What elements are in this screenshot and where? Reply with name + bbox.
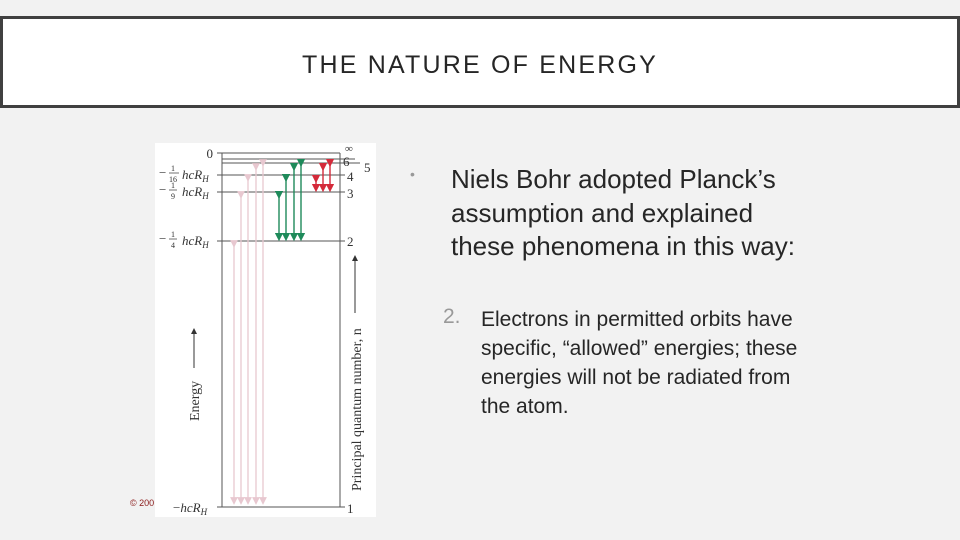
svg-text:hcRH: hcRH [182,184,209,201]
svg-text:−: − [159,182,166,197]
svg-text:−hcRH: −hcRH [173,500,208,517]
svg-text:6: 6 [343,154,350,169]
svg-text:1: 1 [171,164,175,173]
svg-text:1: 1 [171,230,175,239]
svg-text:hcRH: hcRH [182,167,209,184]
sub-item-number: 2. [443,305,461,328]
svg-text:9: 9 [171,192,175,201]
svg-text:−: − [159,165,166,180]
title-box: THE NATURE OF ENERGY [0,16,960,108]
svg-text:Energy: Energy [188,381,203,421]
svg-text:4: 4 [171,241,175,250]
svg-text:16: 16 [169,175,177,184]
svg-text:Principal quantum number, n: Principal quantum number, n [350,328,365,491]
svg-text:hcRH: hcRH [182,233,209,250]
energy-level-diagram: 0 − 1 16 hcRH − 1 9 hcRH − 1 4 hcRH −hcR… [155,143,376,517]
svg-text:2: 2 [347,234,354,249]
bullet-text: Niels Bohr adopted Planck’s assumption a… [451,164,795,261]
slide-title: THE NATURE OF ENERGY [301,51,659,79]
svg-text:1: 1 [347,501,354,516]
copyright-notice: © 200 [130,498,155,508]
svg-text:3: 3 [347,186,354,201]
sub-item-text: Electrons in permitted orbits have speci… [481,308,798,418]
svg-text:4: 4 [347,169,354,184]
energy-level-svg: 0 − 1 16 hcRH − 1 9 hcRH − 1 4 hcRH −hcR… [159,143,371,517]
bullet-marker: • [410,166,415,182]
svg-text:5: 5 [364,160,371,175]
svg-text:0: 0 [207,146,214,161]
svg-text:1: 1 [171,181,175,190]
svg-text:∞: ∞ [345,143,353,155]
svg-text:−: − [159,231,166,246]
